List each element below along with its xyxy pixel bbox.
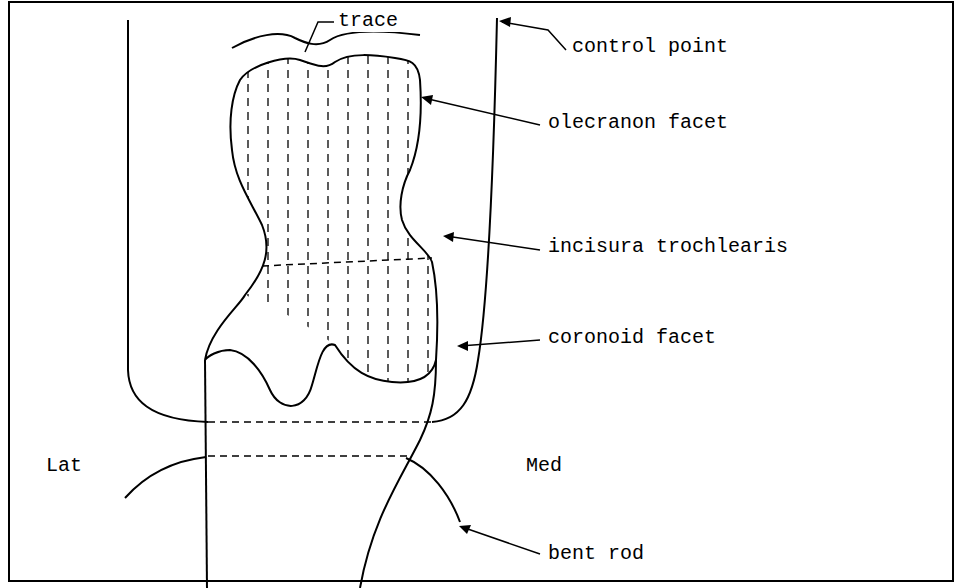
shaft-line	[205, 360, 207, 588]
side-label: Lat	[44, 455, 84, 477]
bent-rod	[125, 457, 206, 498]
cut-line	[208, 455, 410, 457]
frame	[9, 2, 953, 581]
part-name: bent rod	[546, 543, 646, 565]
side-label: Med	[524, 455, 564, 477]
part-name: incisura trochlearis	[546, 236, 790, 258]
hatching	[220, 50, 450, 390]
part-name: olecranon facet	[546, 112, 730, 134]
shaft-line	[360, 360, 436, 588]
arrowheads	[421, 17, 511, 534]
control-curve	[432, 18, 497, 422]
leader-lines	[305, 22, 566, 554]
leader-label: trace	[336, 10, 400, 32]
trochlear-line	[262, 258, 432, 266]
bent-rod	[406, 458, 460, 522]
cut-line	[208, 421, 432, 423]
control-curve	[128, 20, 208, 422]
part-name: coronoid facet	[546, 327, 718, 349]
trace-outline	[205, 55, 437, 406]
trace-curve	[232, 32, 420, 48]
leader-label: control point	[570, 36, 730, 58]
